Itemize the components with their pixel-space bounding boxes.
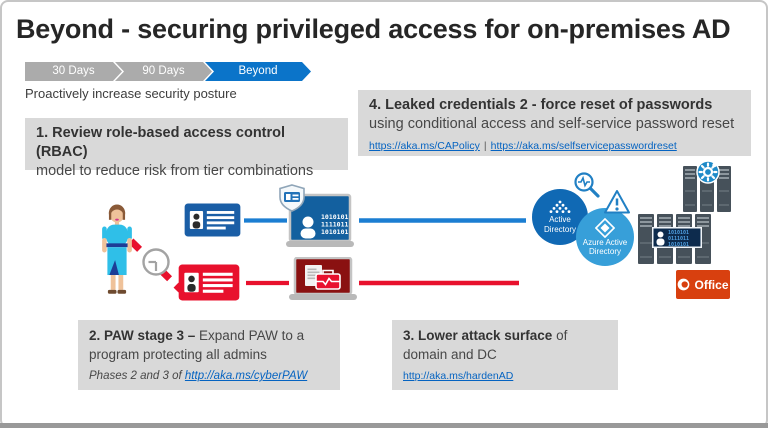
- badge-binary-line-1: 1010101: [668, 230, 689, 236]
- link-separator: |: [483, 140, 487, 152]
- laptop-binary-line-3: 1010101: [321, 228, 348, 236]
- timeline-step-30-days: 30 Days: [25, 62, 122, 81]
- laptop-binary-line-2: 1111011: [321, 221, 348, 229]
- selfservicepasswordreset-link[interactable]: https://aka.ms/selfservicepasswordreset: [490, 140, 677, 152]
- callout-box-3-attack-surface: 3. Lower attack surface of domain and DC…: [392, 320, 618, 390]
- clock-icon: [142, 248, 170, 276]
- office-label: Office: [694, 277, 729, 292]
- badge-binary-line-2: 0111011: [668, 236, 689, 242]
- briefcase-icon: [315, 269, 341, 290]
- azure-active-directory-circle: Azure Active Directory: [576, 208, 634, 266]
- blue-id-card-icon: [184, 203, 241, 237]
- office-o-icon: [678, 278, 690, 291]
- box2-bold-text: 2. PAW stage 3 –: [89, 328, 196, 343]
- box3-text: of domain and DC: [403, 328, 568, 362]
- box1-bold-text: 1. Review role-based access control (RBA…: [36, 125, 286, 160]
- credential-badge-icon: 1010101 0111011 1010101: [652, 227, 702, 248]
- timeline-step-beyond-active: Beyond: [205, 62, 311, 81]
- callout-box-1-rbac: 1. Review role-based access control (RBA…: [25, 118, 348, 179]
- dashed-red-connector: [128, 238, 184, 293]
- capolicy-link[interactable]: https://aka.ms/CAPolicy: [369, 140, 480, 152]
- timeline: 30 Days 90 Days Beyond: [25, 62, 311, 81]
- badge-binary-line-3: 1010101: [668, 242, 689, 248]
- shield-icon: [279, 184, 305, 212]
- timeline-step-90-days: 90 Days: [115, 62, 212, 81]
- ad-forest-icon: [549, 200, 571, 214]
- box1-text: model to reduce risk from tier combinati…: [36, 163, 314, 179]
- callout-box-4-leaked-credentials: 4. Leaked credentials 2 - force reset of…: [358, 90, 751, 156]
- box2-italic-text: Phases 2 and 3 of: [89, 370, 185, 382]
- azure-ad-diamond-icon: [595, 217, 615, 238]
- office-logo: Office: [676, 270, 730, 299]
- server-rack-large-icon: [638, 214, 711, 264]
- gear-icon: [696, 160, 720, 184]
- active-directory-label: Active Directory: [543, 215, 576, 234]
- box2-text: Expand PAW to a program protecting all a…: [89, 328, 305, 362]
- red-id-card-icon: [178, 264, 240, 301]
- box3-bold-text: 3. Lower attack surface: [403, 328, 553, 343]
- hardenad-link[interactable]: http://aka.ms/hardenAD: [403, 370, 514, 382]
- warning-triangle-icon: [604, 190, 630, 214]
- paw-laptop-icon: 1010101 1111011 1010101: [279, 184, 354, 247]
- monitoring-magnifier-icon: [574, 172, 600, 198]
- box4-bold-text: 4. Leaked credentials 2 - force reset of…: [369, 97, 713, 113]
- subtitle: Proactively increase security posture: [25, 86, 237, 101]
- laptop-binary-line-1: 1010101: [321, 213, 348, 221]
- user-person-icon: [102, 204, 132, 294]
- cyberpaw-link[interactable]: http://aka.ms/cyberPAW: [184, 370, 308, 382]
- azure-active-directory-label: Azure Active Directory: [582, 237, 628, 256]
- box4-text: using conditional access and self-servic…: [369, 116, 735, 132]
- callout-box-2-paw: 2. PAW stage 3 – Expand PAW to a program…: [78, 320, 340, 390]
- page-title: Beyond - securing privileged access for …: [16, 14, 731, 44]
- bottom-edge-bar: [0, 423, 768, 428]
- user-laptop-icon: [289, 257, 357, 300]
